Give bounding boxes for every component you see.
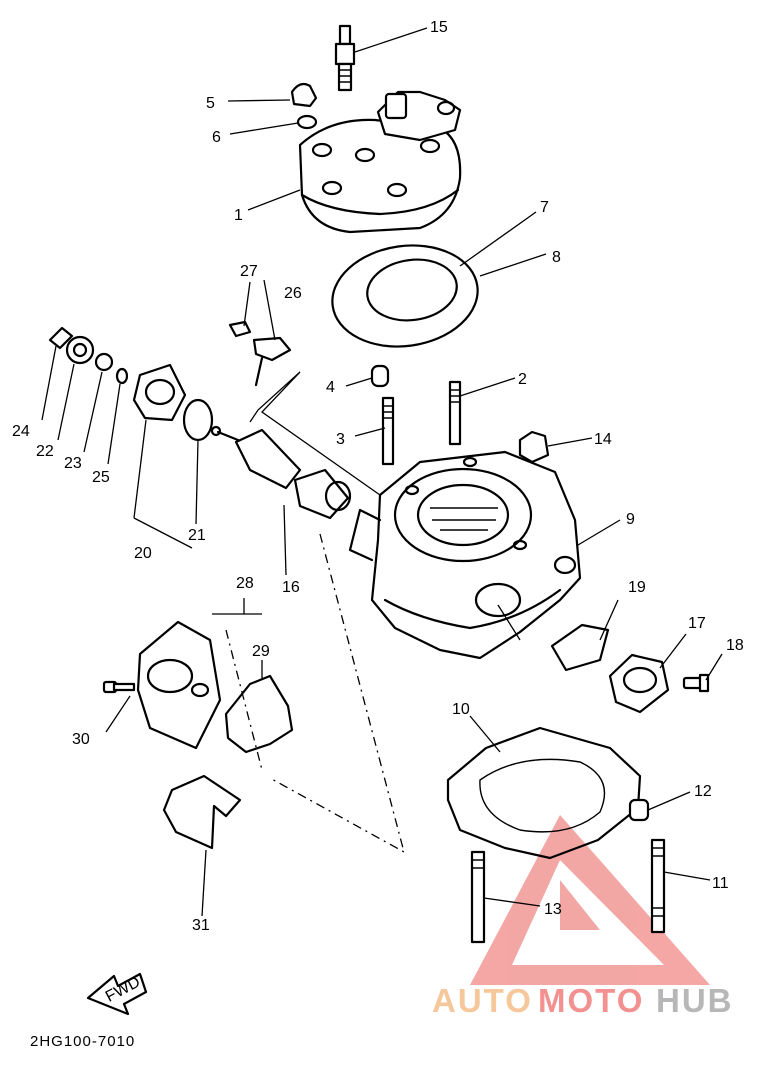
exhaust-valve <box>210 425 352 520</box>
callout-31: 31 <box>192 917 210 934</box>
watermark-hub: HUB <box>656 982 734 1019</box>
callout-24: 24 <box>12 423 30 440</box>
callout-4: 4 <box>326 379 335 396</box>
callout-20: 20 <box>134 545 152 562</box>
base-gasket <box>446 726 642 860</box>
callout-16: 16 <box>282 579 300 596</box>
head-gasket-ring-inner <box>366 258 458 322</box>
cable-guide <box>162 774 242 850</box>
callout-9: 9 <box>626 511 635 528</box>
callout-17: 17 <box>688 615 706 632</box>
cylinder-head <box>298 90 462 234</box>
small-bolt <box>682 673 710 693</box>
callout-12: 12 <box>694 783 712 800</box>
head-gasket-ring-outer <box>331 244 479 348</box>
callout-14: 14 <box>594 431 612 448</box>
forward-arrow-icon: FWD <box>86 972 148 1016</box>
leader-lines <box>41 27 723 917</box>
watermark-text: AUTO MOTO HUB <box>432 982 734 1019</box>
callout-28: 28 <box>236 575 254 592</box>
callout-3: 3 <box>336 431 345 448</box>
callout-26: 26 <box>284 285 302 302</box>
callout-1: 1 <box>234 207 243 224</box>
callout-7: 7 <box>540 199 549 216</box>
valve-housing <box>132 363 187 422</box>
small-gasket <box>550 623 610 672</box>
callout-15: 15 <box>430 19 448 36</box>
side-cover <box>608 653 670 714</box>
callout-5: 5 <box>206 95 215 112</box>
callout-18: 18 <box>726 637 744 654</box>
callout-22: 22 <box>36 443 54 460</box>
watermark-auto: AUTO <box>432 982 533 1019</box>
stud-bolts-lower <box>470 838 666 944</box>
callout-11: 11 <box>712 875 729 892</box>
cylinder <box>348 450 582 660</box>
callout-23: 23 <box>64 455 82 472</box>
spark-plug <box>334 24 356 92</box>
callout-13: 13 <box>544 901 562 918</box>
callout-8: 8 <box>552 249 561 266</box>
o-ring <box>182 398 214 442</box>
callout-29: 29 <box>252 643 270 660</box>
cap-nut <box>290 82 318 108</box>
pump-gasket <box>224 674 294 754</box>
callout-19: 19 <box>628 579 646 596</box>
callout-21: 21 <box>188 527 206 544</box>
callout-labels: 1 2 3 4 5 6 7 8 9 10 11 12 13 14 15 16 1… <box>12 19 744 934</box>
callout-6: 6 <box>212 129 221 146</box>
callout-30: 30 <box>72 731 90 748</box>
hex-nut <box>518 430 550 464</box>
pump-cover <box>136 620 222 750</box>
callout-10: 10 <box>452 701 470 718</box>
callout-2: 2 <box>518 371 527 388</box>
dowel-pin-lower <box>628 798 650 822</box>
watermark-moto: MOTO <box>538 982 644 1019</box>
bracket <box>228 320 292 387</box>
callout-27: 27 <box>240 263 258 280</box>
diagram-code: 2HG100-7010 <box>30 1033 135 1050</box>
watermark-logo-icon <box>470 815 710 985</box>
pump-bolt <box>102 680 136 694</box>
washer <box>296 114 318 130</box>
callout-25: 25 <box>92 469 110 486</box>
stud-bolts-upper <box>381 380 462 466</box>
dowel-pin <box>370 364 390 388</box>
bearing-set <box>48 326 129 385</box>
